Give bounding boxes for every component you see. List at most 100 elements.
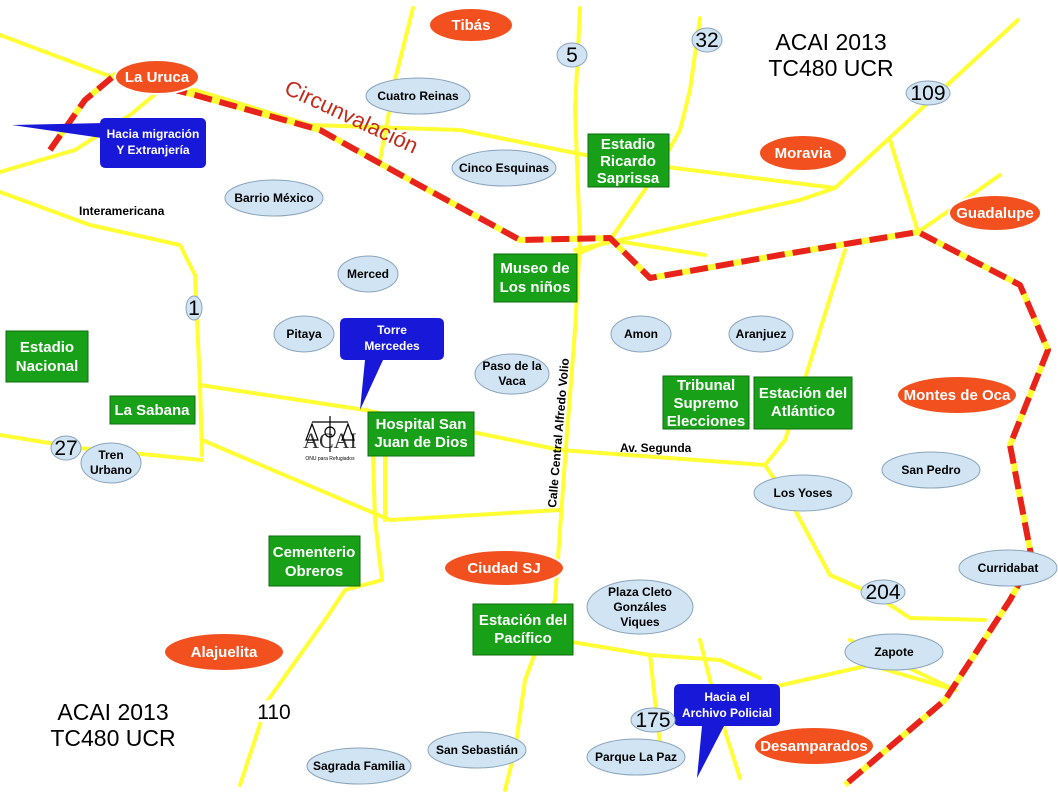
title-top: ACAI 2013 TC480 UCR: [768, 29, 893, 81]
city-tibas[interactable]: Tibás: [428, 7, 514, 43]
route-markers: 5 32 109 1 27 204 175 110: [50, 27, 951, 733]
hood-amon[interactable]: Amon: [610, 315, 672, 353]
hood-label: Aranjuez: [736, 327, 787, 341]
callout-label-line1: Torre: [377, 323, 407, 337]
route-32[interactable]: 32: [691, 27, 723, 53]
route-27[interactable]: 27: [50, 435, 82, 461]
landmark-museo-de-los-ninos[interactable]: Museo de Los niños: [493, 253, 578, 303]
logo-text: ACAI: [303, 428, 357, 453]
landmark-estacion-pacifico[interactable]: Estación del Pacífico: [472, 603, 574, 656]
city-ciudad-sj[interactable]: Ciudad SJ: [443, 549, 565, 587]
landmark-label-line1: Estación del: [759, 385, 847, 402]
road: [888, 138, 1002, 234]
hood-tren-urbano[interactable]: Tren Urbano: [80, 442, 142, 484]
hood-los-yoses[interactable]: Los Yoses: [753, 474, 853, 512]
route-204[interactable]: 204: [860, 579, 906, 605]
route-109[interactable]: 109: [905, 80, 951, 106]
hood-label-line1: Paso de la: [482, 359, 542, 373]
title-bottom-line2: TC480 UCR: [50, 725, 175, 751]
hood-label: Merced: [347, 267, 389, 281]
route-label: 1: [188, 297, 200, 320]
road: [763, 248, 847, 467]
title-top-line1: ACAI 2013: [775, 29, 886, 55]
callout-label-line2: Y Extranjería: [116, 143, 189, 157]
city-label: Guadalupe: [956, 205, 1034, 222]
road: [200, 438, 562, 522]
landmark-label-line2: Atlántico: [771, 403, 835, 420]
hood-san-pedro[interactable]: San Pedro: [881, 451, 981, 489]
callout-label-line1: Hacia el: [704, 690, 749, 704]
hood-paso-de-la-vaca[interactable]: Paso de la Vaca: [474, 353, 550, 395]
callout-label-line2: Archivo Policial: [682, 706, 772, 720]
hood-plaza-cleto-gonzales-viques[interactable]: Plaza Cleto Gonzáles Viques: [586, 579, 694, 635]
hood-label-line2: Urbano: [90, 463, 132, 477]
road: [558, 638, 762, 680]
landmark-estadio-saprissa[interactable]: Estadio Ricardo Saprissa: [587, 133, 670, 188]
city-label: Ciudad SJ: [467, 560, 540, 577]
hood-barrio-mexico[interactable]: Barrio México: [224, 179, 324, 217]
callout-label-line1: Hacia migración: [107, 127, 200, 141]
hood-label: Los Yoses: [774, 486, 833, 500]
route-label: 110: [257, 701, 290, 724]
landmark-label-line2: Nacional: [16, 358, 79, 375]
landmark-estacion-atlantico[interactable]: Estación del Atlántico: [753, 376, 853, 430]
city-guadalupe[interactable]: Guadalupe: [948, 194, 1042, 232]
city-markers: Tibás La Uruca Moravia Guadalupe Montes …: [114, 7, 1042, 766]
hood-label: Barrio México: [234, 191, 313, 205]
landmark-label-line3: Elecciones: [667, 413, 745, 430]
landmark-label-line2: Juan de Dios: [374, 434, 467, 451]
hood-label-line1: Tren: [98, 448, 123, 462]
city-label: Montes de Oca: [904, 387, 1011, 404]
city-la-uruca[interactable]: La Uruca: [114, 59, 200, 95]
road: [608, 238, 707, 257]
hood-pitaya[interactable]: Pitaya: [273, 315, 335, 353]
city-montes-de-oca[interactable]: Montes de Oca: [896, 375, 1018, 415]
route-5[interactable]: 5: [556, 42, 588, 68]
hood-cinco-esquinas[interactable]: Cinco Esquinas: [451, 149, 557, 187]
hood-cuatro-reinas[interactable]: Cuatro Reinas: [365, 77, 471, 115]
route-label: 32: [695, 29, 718, 52]
route-1[interactable]: 1: [185, 295, 203, 321]
hood-label: Curridabat: [978, 561, 1039, 575]
callout-torre-mercedes[interactable]: Torre Mercedes: [340, 318, 444, 410]
hood-label: Cuatro Reinas: [377, 89, 459, 103]
landmark-estadio-nacional[interactable]: Estadio Nacional: [5, 330, 89, 383]
landmark-label-line2: Supremo: [673, 395, 738, 412]
city-label: Tibás: [452, 17, 491, 34]
hood-aranjuez[interactable]: Aranjuez: [728, 315, 794, 353]
hood-san-sebastian[interactable]: San Sebastián: [427, 731, 527, 769]
landmark-label-line2: Pacífico: [494, 630, 552, 647]
hood-label: Sagrada Familia: [313, 759, 405, 773]
hood-parque-la-paz[interactable]: Parque La Paz: [586, 738, 686, 776]
hood-merced[interactable]: Merced: [337, 255, 399, 293]
city-label: Moravia: [775, 145, 832, 162]
hood-label: Amon: [624, 327, 658, 341]
hood-label-line1: Plaza Cleto: [608, 585, 672, 599]
hood-label: San Pedro: [901, 463, 960, 477]
landmark-la-sabana[interactable]: La Sabana: [109, 395, 196, 425]
city-desamparados[interactable]: Desamparados: [753, 726, 875, 766]
route-label: 204: [865, 581, 900, 604]
landmark-cementerio-obreros[interactable]: Cementerio Obreros: [268, 535, 361, 587]
callout-hacia-migracion[interactable]: Hacia migración Y Extranjería: [12, 118, 206, 168]
city-moravia[interactable]: Moravia: [758, 134, 848, 172]
landmark-label: La Sabana: [114, 402, 190, 419]
hood-zapote[interactable]: Zapote: [844, 633, 944, 671]
hood-sagrada-familia[interactable]: Sagrada Familia: [306, 747, 412, 785]
hood-label: Pitaya: [286, 327, 322, 341]
hood-label: Cinco Esquinas: [459, 161, 549, 175]
landmark-label-line1: Estadio: [20, 339, 74, 356]
landmark-label-line1: Cementerio: [273, 544, 356, 561]
city-alajuelita[interactable]: Alajuelita: [163, 632, 285, 672]
landmark-label-line2: Obreros: [285, 563, 343, 580]
title-bottom-line1: ACAI 2013: [57, 699, 168, 725]
landmark-hospital-san-juan-de-dios[interactable]: Hospital San Juan de Dios: [367, 411, 475, 457]
hood-label-line2: Vaca: [498, 374, 526, 388]
route-175[interactable]: 175: [630, 707, 676, 733]
landmark-tribunal-supremo-elecciones[interactable]: Tribunal Supremo Elecciones: [662, 375, 750, 430]
landmark-label-line1: Hospital San: [376, 416, 467, 433]
route-110[interactable]: 110: [251, 699, 297, 725]
hood-curridabat[interactable]: Curridabat: [958, 549, 1058, 587]
callout-hacia-archivo-policial[interactable]: Hacia el Archivo Policial: [674, 684, 780, 778]
